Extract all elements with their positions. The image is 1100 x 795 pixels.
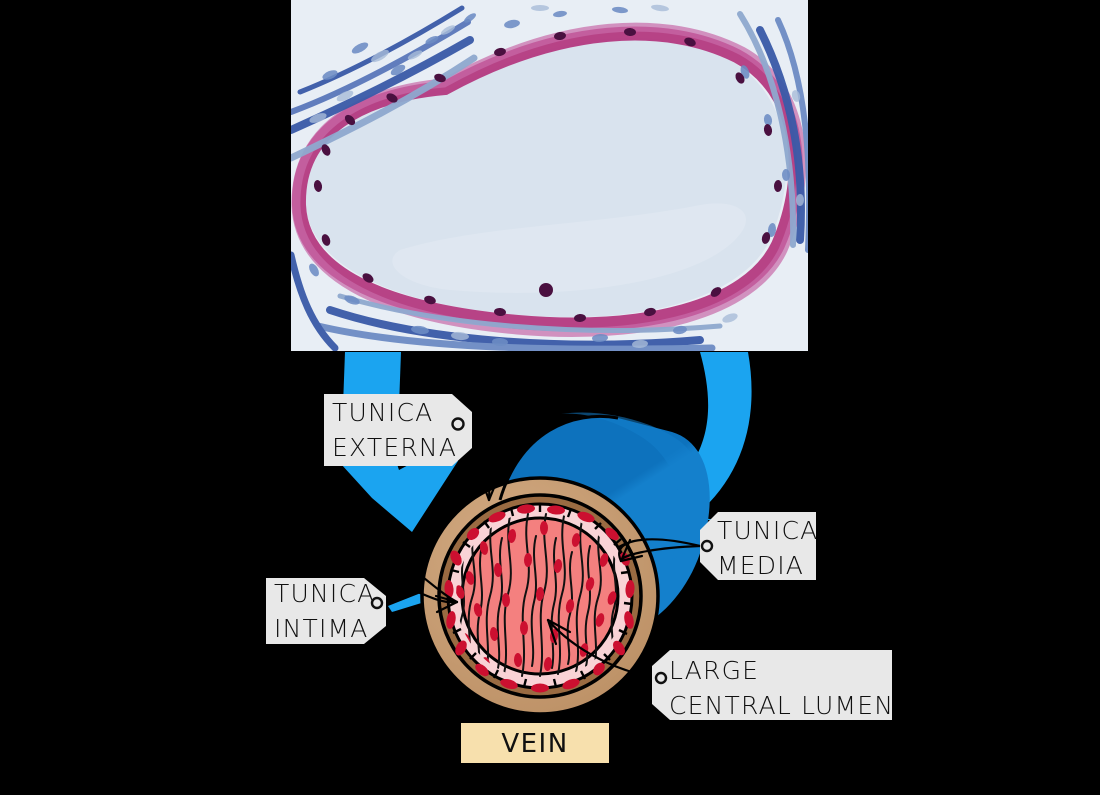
- label-eyelet-icon: [451, 417, 465, 431]
- caption-vein: VEIN: [461, 723, 609, 763]
- label-eyelet-icon: [654, 671, 668, 685]
- blue-arrow-left-head: [341, 445, 458, 532]
- label-eyelet-icon: [370, 596, 384, 610]
- label-large-central-lumen-line1: LARGE: [669, 656, 759, 685]
- blue-arrow-right: [655, 352, 752, 520]
- label-tunica-intima-line2: INTIMA: [274, 614, 369, 643]
- vein-3d-model: [420, 412, 710, 716]
- label-tunica-externa-line1: TUNICA: [332, 398, 433, 427]
- leader-lines: [406, 430, 702, 680]
- label-large-central-lumen[interactable]: LARGE CENTRAL LUMEN: [652, 650, 894, 720]
- label-tunica-intima-line1: TUNICA: [274, 579, 375, 608]
- micrograph-image: [291, 0, 808, 351]
- blue-arrow-left-shaft: [343, 352, 401, 406]
- label-eyelet-icon: [700, 539, 714, 553]
- label-large-central-lumen-line2: CENTRAL LUMEN: [669, 691, 894, 720]
- label-tunica-externa[interactable]: TUNICA EXTERNA: [324, 394, 472, 466]
- label-tunica-intima[interactable]: TUNICA INTIMA: [266, 578, 386, 644]
- label-tunica-media-line2: MEDIA: [717, 551, 804, 580]
- label-tunica-media-line1: TUNICA: [717, 516, 818, 545]
- label-tunica-media[interactable]: TUNICA MEDIA: [700, 512, 818, 580]
- label-tunica-externa-line2: EXTERNA: [332, 433, 457, 462]
- caption-vein-text: VEIN: [501, 729, 568, 759]
